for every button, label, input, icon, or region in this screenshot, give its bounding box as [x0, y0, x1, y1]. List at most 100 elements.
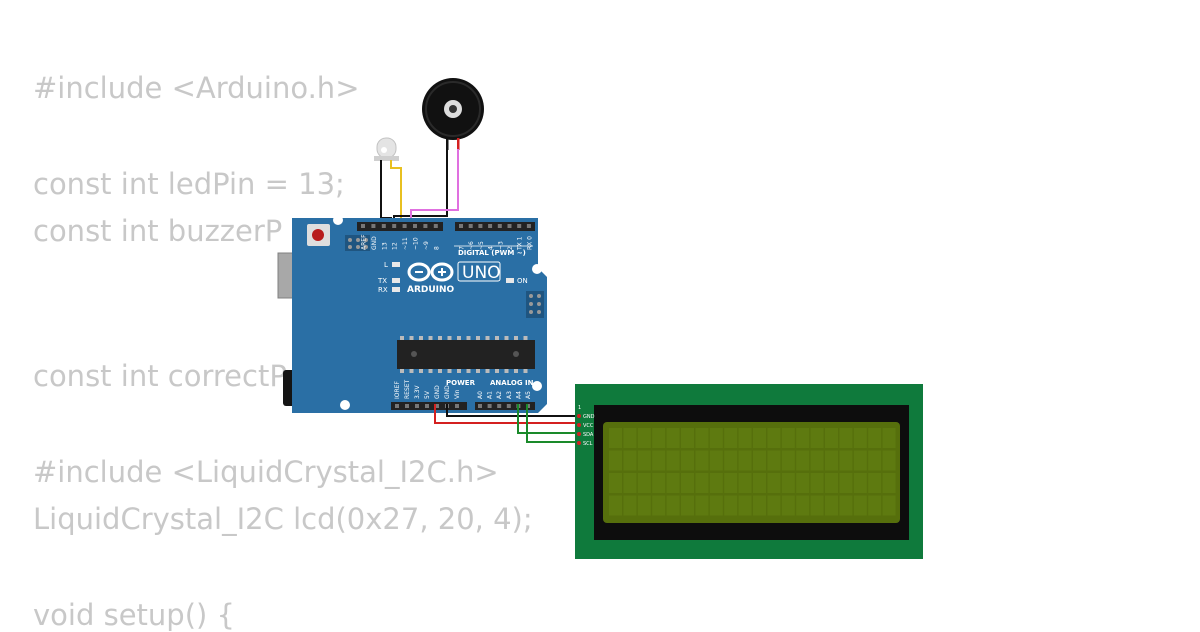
lcd-char-cell	[652, 450, 666, 471]
lcd-char-cell	[609, 428, 622, 448]
lcd-char-cell	[637, 428, 651, 448]
digital-pin-11[interactable]	[488, 224, 493, 228]
lcd-pin-sda[interactable]	[577, 432, 581, 436]
microcontroller-chip	[397, 336, 535, 373]
lcd-pin-scl[interactable]	[577, 441, 581, 445]
lcd-char-cell	[839, 428, 853, 448]
digital-pin-1[interactable]	[371, 224, 376, 228]
arduino-logo-icon	[407, 262, 454, 282]
power-pin-4[interactable]	[435, 404, 439, 408]
lcd-char-cell	[666, 473, 680, 493]
lcd-char-cell	[609, 473, 622, 493]
lcd-char-cell	[810, 450, 824, 471]
power-pin-6[interactable]	[455, 404, 459, 408]
code-line-setup: void setup() {	[33, 598, 235, 632]
lcd-char-cell	[810, 428, 824, 448]
lcd-char-cell	[796, 473, 810, 493]
lcd-char-cell	[695, 473, 709, 493]
analog-pin-0[interactable]	[478, 404, 482, 408]
buzzer[interactable]	[422, 78, 484, 150]
lcd-char-cell	[810, 473, 824, 493]
chip-pin	[428, 369, 433, 373]
digital-pin-label: RX 0	[526, 236, 533, 250]
lcd-char-cell	[738, 428, 752, 448]
lcd-char-cell	[695, 450, 709, 471]
led[interactable]	[374, 137, 399, 161]
chip-pin	[495, 336, 499, 340]
digital-pin-3[interactable]	[392, 224, 397, 228]
chip-pin	[485, 369, 490, 373]
power-pin-label: IOREF	[394, 381, 401, 399]
code-line-buzzerpin: const int buzzerP	[33, 214, 283, 248]
lcd-pin-gnd[interactable]	[577, 414, 581, 418]
digital-pin-header[interactable]	[357, 222, 535, 231]
wire-lcd-vcc[interactable]	[434, 404, 577, 424]
analog-pin-1[interactable]	[487, 404, 492, 408]
digital-pin-13[interactable]	[507, 224, 512, 228]
digital-pin-label: ~3	[497, 241, 504, 250]
lcd-char-cell	[738, 473, 752, 493]
digital-pin-15[interactable]	[526, 224, 531, 228]
lcd-char-cell	[853, 495, 867, 516]
wire-lcd-scl[interactable]	[526, 404, 577, 443]
digital-pin-label: 13	[381, 242, 388, 250]
digital-pin-5[interactable]	[413, 224, 417, 228]
power-pin-2[interactable]	[415, 404, 419, 408]
chip-pin	[466, 369, 471, 373]
analog-pin-label: A1	[487, 391, 494, 399]
power-pin-0[interactable]	[395, 404, 399, 408]
chip-pin	[428, 336, 433, 340]
icsp-header-right	[526, 291, 544, 318]
digital-pin-10[interactable]	[478, 224, 483, 228]
lcd-char-cell	[652, 495, 666, 516]
chip-pin	[409, 336, 414, 340]
chip-pin	[495, 369, 499, 373]
digital-pin-0[interactable]	[361, 224, 365, 228]
digital-pin-7[interactable]	[433, 224, 438, 228]
wire-led-13[interactable]	[390, 160, 402, 226]
digital-pin-8[interactable]	[459, 224, 463, 228]
lcd-char-cell	[825, 495, 838, 516]
chip-pin	[419, 336, 423, 340]
power-pin-1[interactable]	[405, 404, 409, 408]
lcd-char-cell	[623, 428, 637, 448]
wire-led-gnd[interactable]	[380, 160, 392, 226]
led-rx-indicator	[392, 287, 400, 292]
digital-pin-4[interactable]	[402, 224, 407, 228]
wire-buzzer-signal[interactable]	[410, 149, 459, 226]
chip-pin	[419, 369, 423, 373]
lcd-char-cell	[853, 450, 867, 471]
digital-pin-6[interactable]	[423, 224, 428, 228]
chip-pin	[504, 336, 509, 340]
wire-lcd-gnd[interactable]	[446, 404, 577, 417]
digital-pin-12[interactable]	[497, 224, 502, 228]
analog-pin-3[interactable]	[506, 404, 511, 408]
lcd-char-cell	[681, 473, 694, 493]
lcd-char-cell	[796, 428, 810, 448]
digital-pin-2[interactable]	[381, 224, 386, 228]
lcd-char-cell	[609, 450, 622, 471]
chip-pin	[409, 369, 414, 373]
led-tx-indicator	[392, 278, 400, 283]
wire-lcd-sda[interactable]	[517, 404, 577, 434]
code-line-lcd-init: LiquidCrystal_I2C lcd(0x27, 20, 4);	[33, 502, 533, 536]
lcd-char-cell	[796, 450, 810, 471]
power-analog-header[interactable]	[391, 402, 535, 410]
digital-pin-9[interactable]	[468, 224, 473, 228]
lcd-char-cell	[623, 450, 637, 471]
lcd-char-cell	[753, 450, 766, 471]
lcd-char-cell	[853, 428, 867, 448]
digital-pin-14[interactable]	[517, 224, 522, 228]
digital-pin-label: ~10	[413, 237, 420, 250]
lcd-char-cell	[709, 450, 723, 471]
analog-pin-2[interactable]	[497, 404, 502, 408]
power-pin-label: GND	[444, 385, 451, 399]
lcd-char-cell	[709, 473, 723, 493]
lcd-pin-vcc[interactable]	[577, 423, 581, 427]
power-pin-3[interactable]	[425, 404, 429, 408]
lcd-char-cell	[767, 473, 781, 493]
